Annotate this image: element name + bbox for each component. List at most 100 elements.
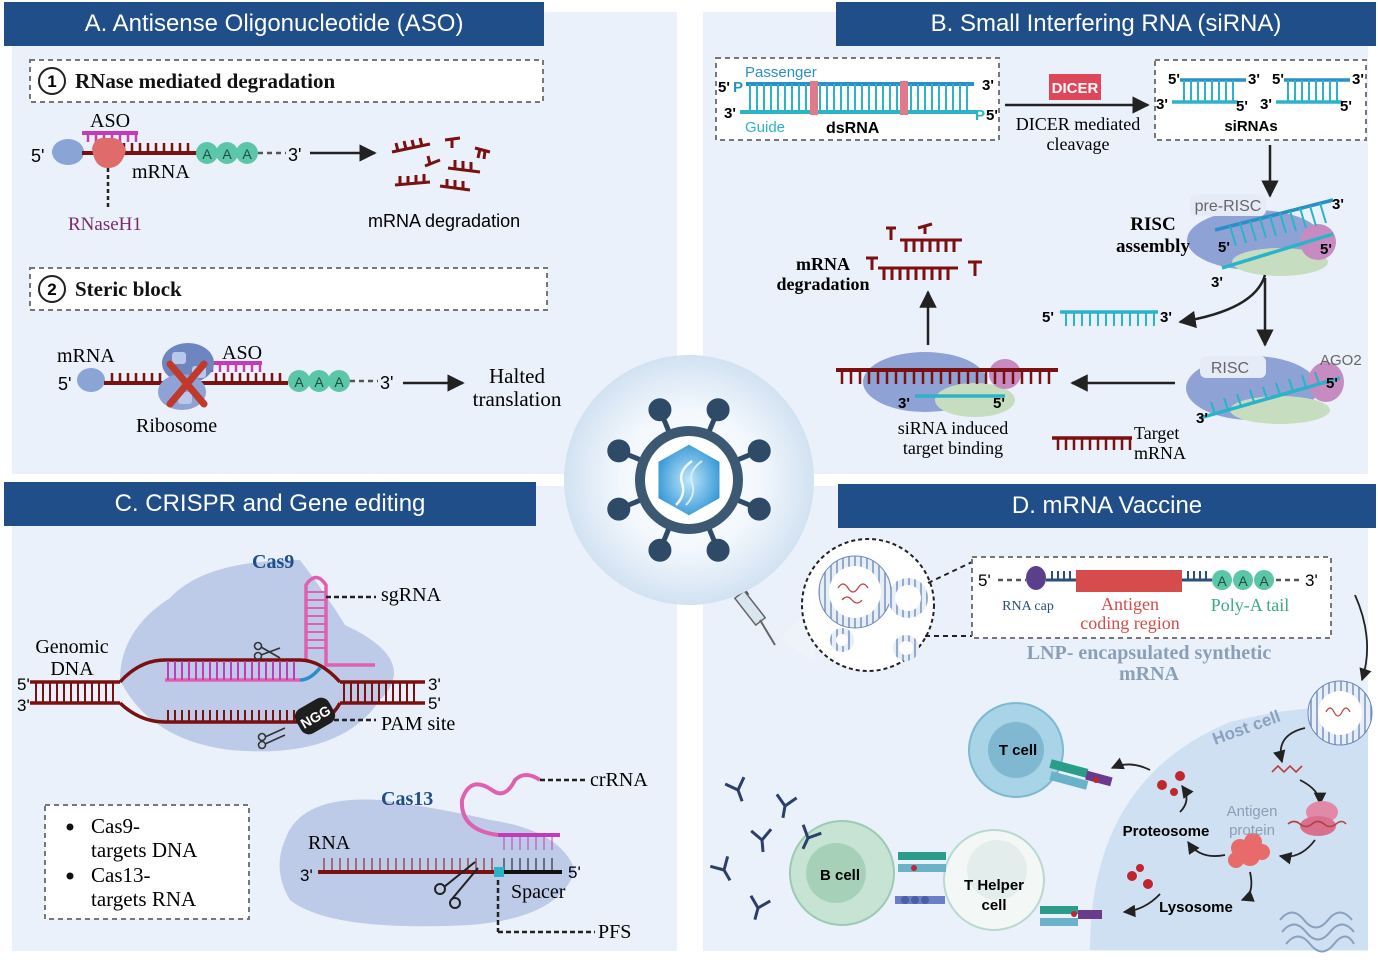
panel-a-title: A. Antisense Oligonucleotide (ASO) bbox=[4, 2, 544, 46]
risc-three: 3' bbox=[1196, 410, 1208, 427]
d-polya-b-text: A bbox=[1238, 573, 1248, 589]
step1-box bbox=[29, 59, 544, 103]
b-three-1: 3' bbox=[982, 77, 994, 94]
legend-bullet-1 bbox=[66, 823, 74, 831]
polya-1a-text: A bbox=[202, 146, 212, 162]
lnp-label-2: mRNA bbox=[1119, 663, 1180, 685]
legend-2-line2: targets RNA bbox=[91, 887, 197, 911]
t-helper-label-2: cell bbox=[981, 897, 1006, 914]
host-cell bbox=[1090, 707, 1368, 950]
b-mrna-degradation-1: mRNA bbox=[796, 254, 850, 274]
polya-2c bbox=[328, 370, 350, 392]
cas13-label: Cas13 bbox=[381, 788, 433, 810]
rna-cap-label: RNA cap bbox=[1002, 599, 1054, 614]
b-three-2: 3' bbox=[724, 105, 736, 122]
organelle-er bbox=[1279, 911, 1355, 953]
cleavage-site-1 bbox=[810, 81, 818, 115]
antigen-label-1: Antigen bbox=[1101, 594, 1159, 614]
mrna-label-1: mRNA bbox=[132, 161, 190, 183]
binding-complex bbox=[836, 352, 1058, 417]
antibodies-icon bbox=[709, 776, 822, 920]
rnaseh1-enzyme bbox=[92, 137, 126, 168]
t-cell-nucleus bbox=[988, 722, 1044, 778]
dsrna-label: dsRNA bbox=[826, 120, 880, 137]
a-three-prime-1: 3' bbox=[288, 145, 301, 165]
genomic-label-2: DNA bbox=[50, 658, 94, 680]
dna-top-strand bbox=[118, 658, 342, 684]
target-mrna-bases bbox=[1056, 438, 1132, 450]
mrna-degradation-label: mRNA degradation bbox=[368, 211, 520, 231]
antigen-protein-icon bbox=[1228, 833, 1270, 868]
aso-label-2: ASO bbox=[222, 342, 262, 364]
lnp-small-core bbox=[836, 634, 848, 646]
pre-risc-complex bbox=[1187, 198, 1336, 276]
to-lysosome-arrow bbox=[1240, 871, 1255, 902]
lysosome-label: Lysosome bbox=[1159, 899, 1233, 916]
peptide-arrow-1 bbox=[1179, 784, 1194, 813]
c-five-right: 5' bbox=[428, 694, 441, 713]
to-proteosome-arrow bbox=[1187, 840, 1226, 857]
dicer-mediated-1: DICER mediated bbox=[1016, 114, 1140, 134]
risc-assembly-2: assembly bbox=[1116, 236, 1190, 257]
d-five: 5' bbox=[978, 571, 991, 590]
step1-number-circle bbox=[38, 67, 66, 95]
c-rna-three: 3' bbox=[300, 866, 313, 885]
legend-bullet-2 bbox=[66, 872, 74, 880]
halted-label-2: translation bbox=[473, 387, 562, 411]
pam-label: PAM site bbox=[381, 713, 455, 735]
sirna2-five-b: 5' bbox=[1340, 98, 1352, 115]
d-three: 3' bbox=[1305, 571, 1318, 590]
bcell-thelper-interaction bbox=[895, 852, 946, 904]
lnp-label-1: LNP- encapsulated synthetic bbox=[1027, 642, 1272, 664]
step2-label: Steric block bbox=[75, 277, 182, 301]
b-five-1: 5' bbox=[718, 79, 730, 96]
lnp-entering-core bbox=[1318, 691, 1362, 735]
mrna-bases-2 bbox=[110, 373, 282, 383]
ribosome-icon bbox=[158, 343, 214, 410]
a-three-prime-2: 3' bbox=[380, 373, 393, 393]
c-rna-label: RNA bbox=[308, 832, 351, 854]
polya-tail-label: Poly-A tail bbox=[1211, 595, 1290, 615]
antigen-coding-block bbox=[1076, 570, 1182, 592]
dna-bot-rungs bbox=[167, 710, 295, 722]
target-label-1: Target bbox=[1134, 423, 1179, 443]
prerisc-five-right: 5' bbox=[1320, 241, 1332, 258]
antigen-protein-label-1: Antigen bbox=[1227, 803, 1278, 820]
proteosome-label: Proteosome bbox=[1123, 823, 1210, 840]
spacer-label: Spacer bbox=[511, 881, 566, 903]
lnp-medium-core bbox=[895, 585, 921, 611]
center-virus-icon bbox=[564, 355, 814, 605]
d-polya-c-text: A bbox=[1259, 573, 1269, 589]
risc-five: 5' bbox=[1326, 375, 1338, 392]
sgrna-label: sgRNA bbox=[381, 584, 442, 606]
rnaseh1-label: RNaseH1 bbox=[68, 214, 142, 235]
lnp-mrna-cargo bbox=[837, 583, 869, 604]
cas13-rungs bbox=[323, 835, 553, 872]
sirna-duplex-1 bbox=[1172, 78, 1246, 104]
panel-b: 5' P Passenger 3' 3' Guide dsRNA P 5' DI… bbox=[715, 57, 1367, 463]
panel-c-title: C. CRISPR and Gene editing bbox=[4, 482, 536, 526]
release-arrow bbox=[1273, 727, 1306, 764]
to-antigen-arrow bbox=[1278, 839, 1316, 865]
risc-assembly-1: RISC bbox=[1130, 214, 1175, 235]
polya-1c-text: A bbox=[242, 146, 252, 162]
prerisc-three-bottom: 3' bbox=[1211, 274, 1223, 291]
d-polya-b bbox=[1233, 570, 1253, 590]
b-five-2: 5' bbox=[986, 107, 998, 124]
legend-box bbox=[44, 804, 250, 920]
step2-number-circle bbox=[38, 275, 66, 303]
sgrna-link bbox=[299, 666, 322, 682]
cas13-protein bbox=[279, 799, 575, 927]
panel-b-title: B. Small Interfering RNA (siRNA) bbox=[836, 2, 1376, 46]
dsrna-rungs bbox=[749, 84, 968, 112]
to-thelper-arrow bbox=[1122, 893, 1161, 918]
rna-cap-icon bbox=[1026, 566, 1046, 590]
polya-1b-text: A bbox=[222, 146, 232, 162]
dna-left-rungs bbox=[35, 682, 114, 703]
dicer-badge bbox=[1049, 74, 1101, 100]
legend-1-line1: Cas9- bbox=[91, 814, 140, 838]
sgrna-hairpin-rungs bbox=[306, 591, 326, 649]
polya-2c-text: A bbox=[334, 374, 344, 390]
polya-1c bbox=[236, 142, 258, 164]
